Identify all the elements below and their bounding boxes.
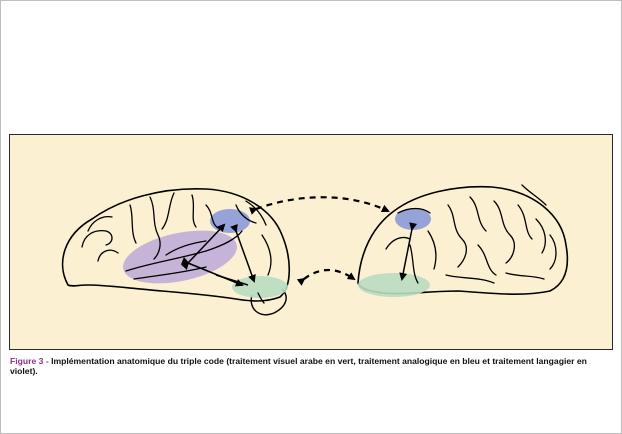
dashed-arrow-top xyxy=(256,197,388,211)
figure-panel xyxy=(9,134,613,350)
left-visual-arabic-region xyxy=(232,276,288,298)
brain-diagram xyxy=(10,135,614,351)
figure-separator: - xyxy=(43,356,51,366)
figure-number-label: Figure 3 xyxy=(10,356,43,366)
left-analogic-region xyxy=(210,209,250,233)
right-visual-arabic-region xyxy=(358,273,430,297)
left-hemisphere xyxy=(63,189,290,315)
figure-caption-text: Implémentation anatomique du triple code… xyxy=(10,356,587,376)
dashed-arrow-bottom xyxy=(304,270,354,279)
figure-caption: Figure 3 - Implémentation anatomique du … xyxy=(10,356,610,376)
right-hemisphere xyxy=(358,185,567,297)
